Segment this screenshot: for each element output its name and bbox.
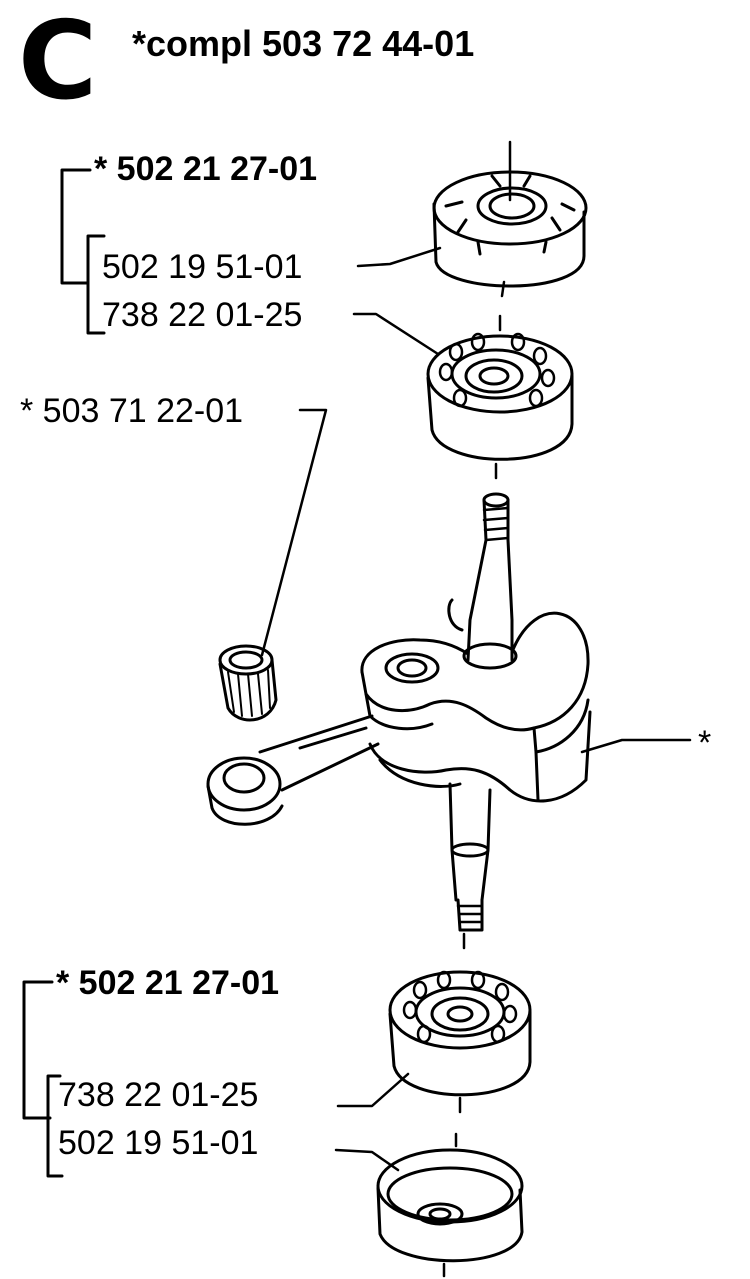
lower-oil-seal (376, 1148, 524, 1263)
center-axis (442, 140, 512, 1278)
crankshaft-marker: * (698, 724, 712, 762)
upper-oil-seal (432, 170, 588, 288)
lower-seal-part-number: 502 19 51-01 (58, 1124, 259, 1162)
upper-kit-bracket (60, 168, 106, 335)
crankshaft (206, 492, 592, 932)
upper-ball-bearing (426, 332, 574, 461)
section-letter: C (18, 0, 98, 124)
lower-kit-part-number: * 502 21 27-01 (56, 964, 280, 1002)
upper-kit-part-number: * 502 21 27-01 (94, 150, 318, 188)
needle-bearing-part-number: * 503 71 22-01 (20, 392, 244, 430)
lower-bearing-part-number: 738 22 01-25 (58, 1076, 259, 1114)
upper-bearing-part-number: 738 22 01-25 (102, 296, 303, 334)
lower-kit-bracket (22, 980, 64, 1178)
lower-ball-bearing (388, 970, 532, 1097)
assembly-title: *compl 503 72 44-01 (132, 23, 475, 64)
needle-bearing (218, 644, 278, 722)
leader-lines (260, 246, 692, 1172)
upper-seal-part-number: 502 19 51-01 (102, 248, 303, 286)
